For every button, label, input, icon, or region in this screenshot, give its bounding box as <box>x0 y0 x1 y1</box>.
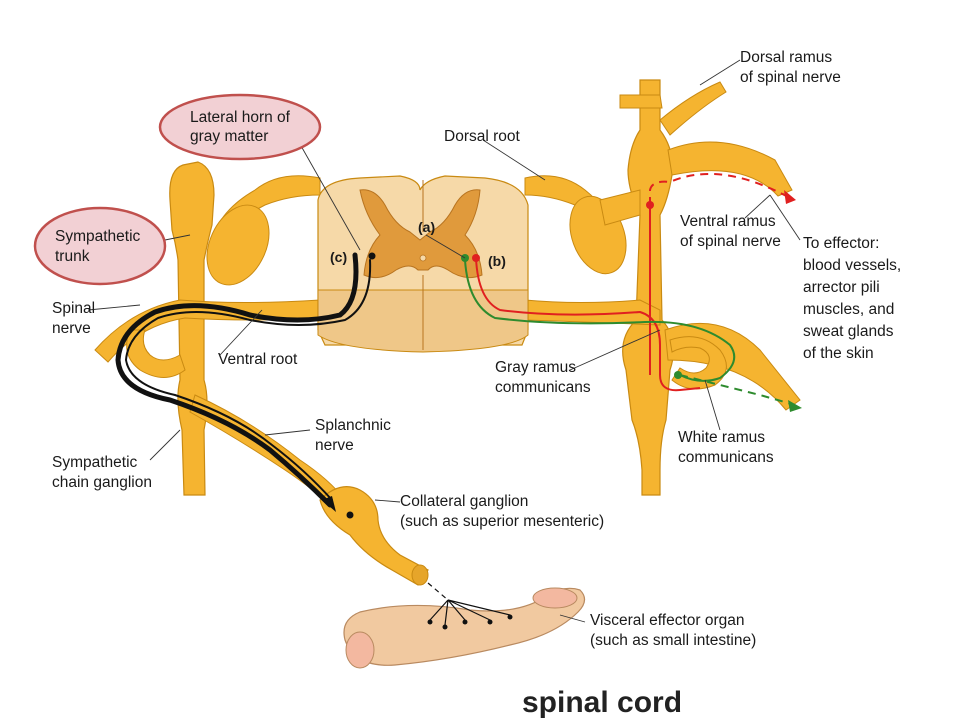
lateral-horn-label-1: Lateral horn of <box>190 109 291 126</box>
to-effector-label-4: muscles, and <box>803 301 894 318</box>
to-effector-label-1: To effector: <box>803 235 879 252</box>
chain-ganglion-label-1: Sympathetic <box>52 454 138 471</box>
black-arrowhead <box>322 496 336 512</box>
marker-a: (a) <box>418 219 435 235</box>
chain-ganglion-label-2: chain ganglion <box>52 474 152 491</box>
black-neuron-soma-c <box>368 252 376 260</box>
splanchnic-nerve-label-1: Splanchnic <box>315 417 391 434</box>
red-neuron-soma-b <box>472 254 480 262</box>
fiber-terminals <box>427 614 513 630</box>
ventral-root-label: Ventral root <box>218 351 298 368</box>
green-neuron-soma-ganglion <box>674 371 682 379</box>
spinal-cord-section <box>317 175 529 353</box>
red-neuron-soma-ganglion <box>646 201 654 209</box>
lateral-horn-highlight <box>158 93 322 161</box>
visceral-effector-label-2: (such as small intestine) <box>590 632 756 649</box>
green-arrowhead <box>788 400 802 412</box>
dorsal-ramus-label-2: of spinal nerve <box>740 69 841 86</box>
splanchnic-nerve-label-2: nerve <box>315 437 354 454</box>
sympathetic-trunk-label-2: trunk <box>55 248 90 265</box>
to-effector-label-2: blood vessels, <box>803 257 901 274</box>
gray-ramus-label-2: communicans <box>495 379 591 396</box>
dorsal-root-label: Dorsal root <box>444 128 520 145</box>
lateral-horn-label-2: gray matter <box>190 128 268 145</box>
white-ramus-label-2: communicans <box>678 449 774 466</box>
collateral-ganglion-label-1: Collateral ganglion <box>400 493 528 510</box>
ventral-ramus-label-2: of spinal nerve <box>680 233 781 250</box>
sympathetic-trunk-highlight <box>33 206 167 286</box>
bottom-partial-caption: spinal cord <box>522 686 682 719</box>
pathway-b-red <box>475 173 791 392</box>
collateral-ganglion-label-2: (such as superior mesenteric) <box>400 513 604 530</box>
visceral-effector-label-1: Visceral effector organ <box>590 612 745 629</box>
marker-b: (b) <box>488 253 506 269</box>
leader-lines <box>87 59 801 623</box>
to-effector-label-3: arrector pili <box>803 279 880 296</box>
collateral-neuron-soma <box>346 511 354 519</box>
red-arrowhead <box>784 190 796 204</box>
small-intestine <box>343 587 586 669</box>
pathway-a-green <box>464 259 796 406</box>
sympathetic-trunk <box>169 161 215 496</box>
spinal-nerve-label-1: Spinal <box>52 300 95 317</box>
to-effector-label-5: sweat glands <box>803 323 894 340</box>
gray-ramus-label-1: Gray ramus <box>495 359 576 376</box>
white-ramus-label-1: White ramus <box>678 429 765 446</box>
bottom-partial-text: spinal cord <box>522 686 682 719</box>
pathway-c-black <box>115 252 372 508</box>
dorsal-ramus-label-1: Dorsal ramus <box>740 49 832 66</box>
postganglionic-fibers <box>427 582 511 626</box>
marker-c: (c) <box>330 249 347 265</box>
ventral-ramus-label-1: Ventral ramus <box>680 213 776 230</box>
sympathetic-trunk-label-1: Sympathetic <box>55 228 141 245</box>
collateral-ganglion <box>319 486 429 586</box>
spinal-nerve-label-2: nerve <box>52 320 91 337</box>
to-effector-label-6: of the skin <box>803 345 874 362</box>
